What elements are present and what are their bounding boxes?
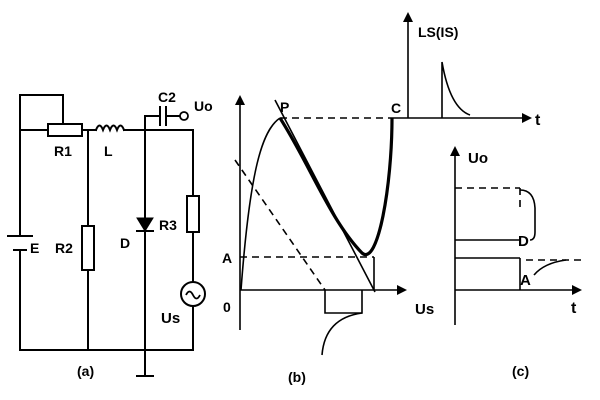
diode-d — [136, 217, 154, 232]
label-r1: R1 — [54, 143, 72, 159]
lower-decay — [321, 312, 363, 356]
load-line-dashed — [234, 159, 326, 291]
label-a-c: A — [520, 272, 531, 289]
resistor-r1 — [47, 123, 83, 137]
label-c2: C2 — [158, 89, 176, 105]
label-c: C — [391, 100, 401, 116]
label-t-c: t — [571, 300, 577, 317]
resistor-r2 — [81, 225, 95, 271]
characteristic-plot — [234, 12, 532, 356]
negative-resistance-curve — [278, 117, 394, 257]
circuit-schematic — [7, 94, 206, 377]
label-l: L — [104, 143, 113, 159]
caption-a: (a) — [77, 363, 94, 379]
recovery-curve — [533, 259, 567, 276]
label-d: D — [120, 235, 130, 251]
label-a-b: A — [222, 250, 232, 266]
label-ls-is: LS(IS) — [418, 24, 458, 40]
sine-wave-icon — [185, 290, 201, 300]
decay-bracket — [519, 189, 536, 241]
output-waveform-plot — [450, 146, 585, 325]
resistor-r3 — [186, 195, 200, 233]
caption-c: (c) — [512, 363, 529, 379]
top-wire-right — [123, 129, 194, 197]
lower-pulse — [324, 290, 363, 314]
label-origin: 0 — [223, 299, 231, 315]
c2-wire-left — [144, 115, 161, 131]
label-r3: R3 — [159, 217, 177, 233]
spike-waveform — [441, 61, 471, 118]
output-terminal — [179, 111, 189, 121]
label-uo-axis: Uo — [468, 150, 488, 167]
label-p: P — [280, 99, 289, 115]
rising-curve — [240, 117, 281, 291]
caption-b: (b) — [288, 369, 306, 385]
label-t-top: t — [535, 112, 541, 129]
label-d-c: D — [518, 233, 529, 250]
label-e: E — [30, 240, 39, 256]
inductor-l — [94, 124, 126, 133]
load-line-solid — [274, 99, 376, 293]
label-us-axis: Us — [415, 301, 434, 318]
label-r2: R2 — [55, 240, 73, 256]
label-uo: Uo — [194, 98, 213, 114]
label-us: Us — [161, 310, 180, 327]
r1-bypass-wire — [19, 94, 64, 129]
